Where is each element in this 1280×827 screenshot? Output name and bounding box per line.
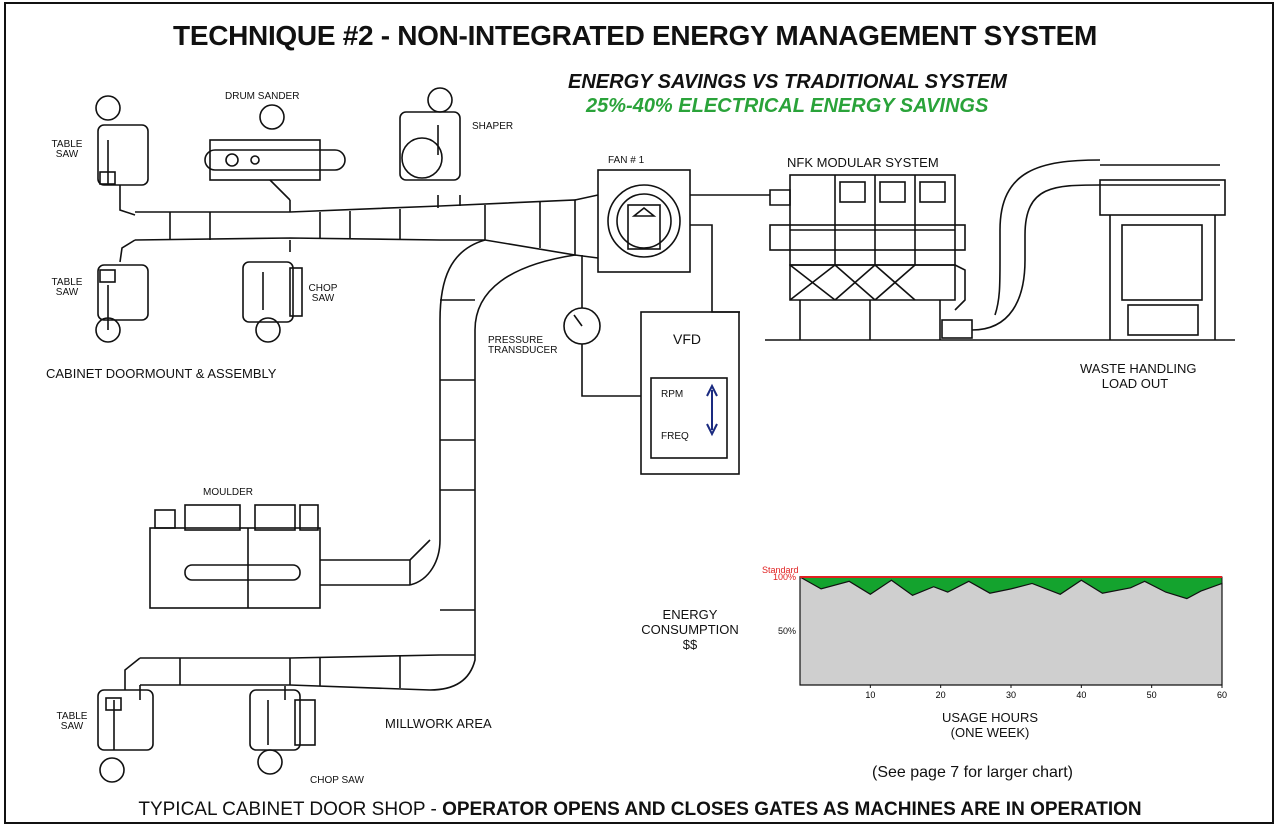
label-shaper: SHAPER <box>472 121 514 132</box>
vertical-duct <box>409 239 576 691</box>
consumption-area <box>799 575 1223 686</box>
chop-saw-2 <box>249 689 316 775</box>
label-fan: FAN # 1 <box>608 155 645 166</box>
subtitle-energy-savings: ENERGY SAVINGS VS TRADITIONAL SYSTEM <box>568 71 1007 93</box>
x-tick-label: 40 <box>1076 690 1086 700</box>
waste-load-out <box>1099 164 1226 340</box>
nfk-modular-system <box>765 174 1235 341</box>
x-tick-label: 50 <box>1147 690 1157 700</box>
y-tick-label: 50% <box>778 626 796 636</box>
x-tick-label: 30 <box>1006 690 1016 700</box>
flex-duct <box>971 159 1220 331</box>
footer-caption: TYPICAL CABINET DOOR SHOP - OPERATOR OPE… <box>138 799 1142 820</box>
label-nfk: NFK MODULAR SYSTEM <box>787 155 939 170</box>
x-tick-label: 10 <box>865 690 875 700</box>
subtitle-savings-percent: 25%-40% ELECTRICAL ENERGY SAVINGS <box>586 95 989 117</box>
table-saw-3 <box>97 689 154 783</box>
drum-sander <box>204 104 346 201</box>
label-chop-saw-2: CHOP SAW <box>310 775 364 786</box>
label-cabinet-area: CABINET DOORMOUNT & ASSEMBLY <box>46 366 277 381</box>
table-saw-2 <box>95 264 149 343</box>
label-vfd: VFD <box>673 331 701 347</box>
chop-saw-1 <box>242 261 303 343</box>
label-drum-sander: DRUM SANDER <box>225 91 300 102</box>
table-saw-1 <box>95 95 149 186</box>
page-title: TECHNIQUE #2 - NON-INTEGRATED ENERGY MAN… <box>173 20 1097 51</box>
vfd-box <box>640 311 740 475</box>
label-moulder: MOULDER <box>203 487 254 498</box>
shaper <box>399 87 461 181</box>
label-millwork-area: MILLWORK AREA <box>385 716 492 731</box>
moulder <box>149 504 321 609</box>
label-rpm: RPM <box>661 389 684 400</box>
y-tick-label: 100% <box>773 572 796 582</box>
main-duct <box>134 199 576 256</box>
diagram-frame <box>4 2 1274 824</box>
x-tick-label: 60 <box>1217 690 1227 700</box>
standard-label: Standard <box>762 565 799 575</box>
chart-xlabel: USAGE HOURS(ONE WEEK) <box>941 710 1039 740</box>
label-freq: FREQ <box>661 431 689 442</box>
fan-housing <box>597 169 691 273</box>
x-tick-label: 20 <box>936 690 946 700</box>
see-page-note: (See page 7 for larger chart) <box>872 764 1073 781</box>
